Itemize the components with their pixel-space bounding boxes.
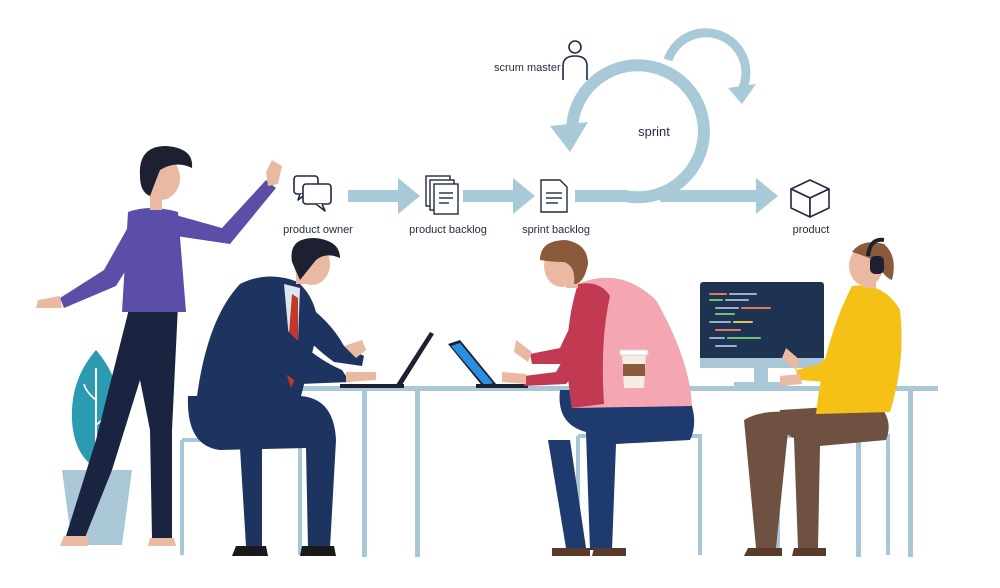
man-in-suit bbox=[187, 238, 376, 556]
chat-bubbles-icon bbox=[293, 175, 332, 212]
label-sprint: sprint bbox=[638, 124, 670, 139]
arrow-sprint-to-product bbox=[660, 178, 778, 214]
laptop-back bbox=[340, 332, 434, 388]
label-product-owner: product owner bbox=[283, 224, 353, 236]
man-with-headphones bbox=[744, 237, 902, 556]
flow-arrows bbox=[348, 178, 778, 214]
code-lines bbox=[709, 293, 771, 347]
box-icon bbox=[790, 179, 830, 218]
document-icon bbox=[540, 179, 568, 213]
sprint-cycle-icon bbox=[550, 28, 756, 204]
laptop-open bbox=[448, 340, 528, 388]
person-outline-icon bbox=[562, 40, 588, 80]
label-product-backlog: product backlog bbox=[409, 224, 487, 236]
man-in-pink-shirt bbox=[502, 240, 695, 556]
woman-standing bbox=[36, 146, 282, 546]
document-stack-icon bbox=[425, 175, 459, 215]
coffee-cup bbox=[619, 349, 649, 388]
label-scrum-master: scrum master bbox=[494, 62, 561, 74]
label-product: product bbox=[792, 224, 830, 236]
arrow-product-backlog-to-sprint-backlog bbox=[463, 178, 535, 214]
label-sprint-backlog: sprint backlog bbox=[522, 224, 590, 236]
arrow-owner-to-product-backlog bbox=[348, 178, 420, 214]
